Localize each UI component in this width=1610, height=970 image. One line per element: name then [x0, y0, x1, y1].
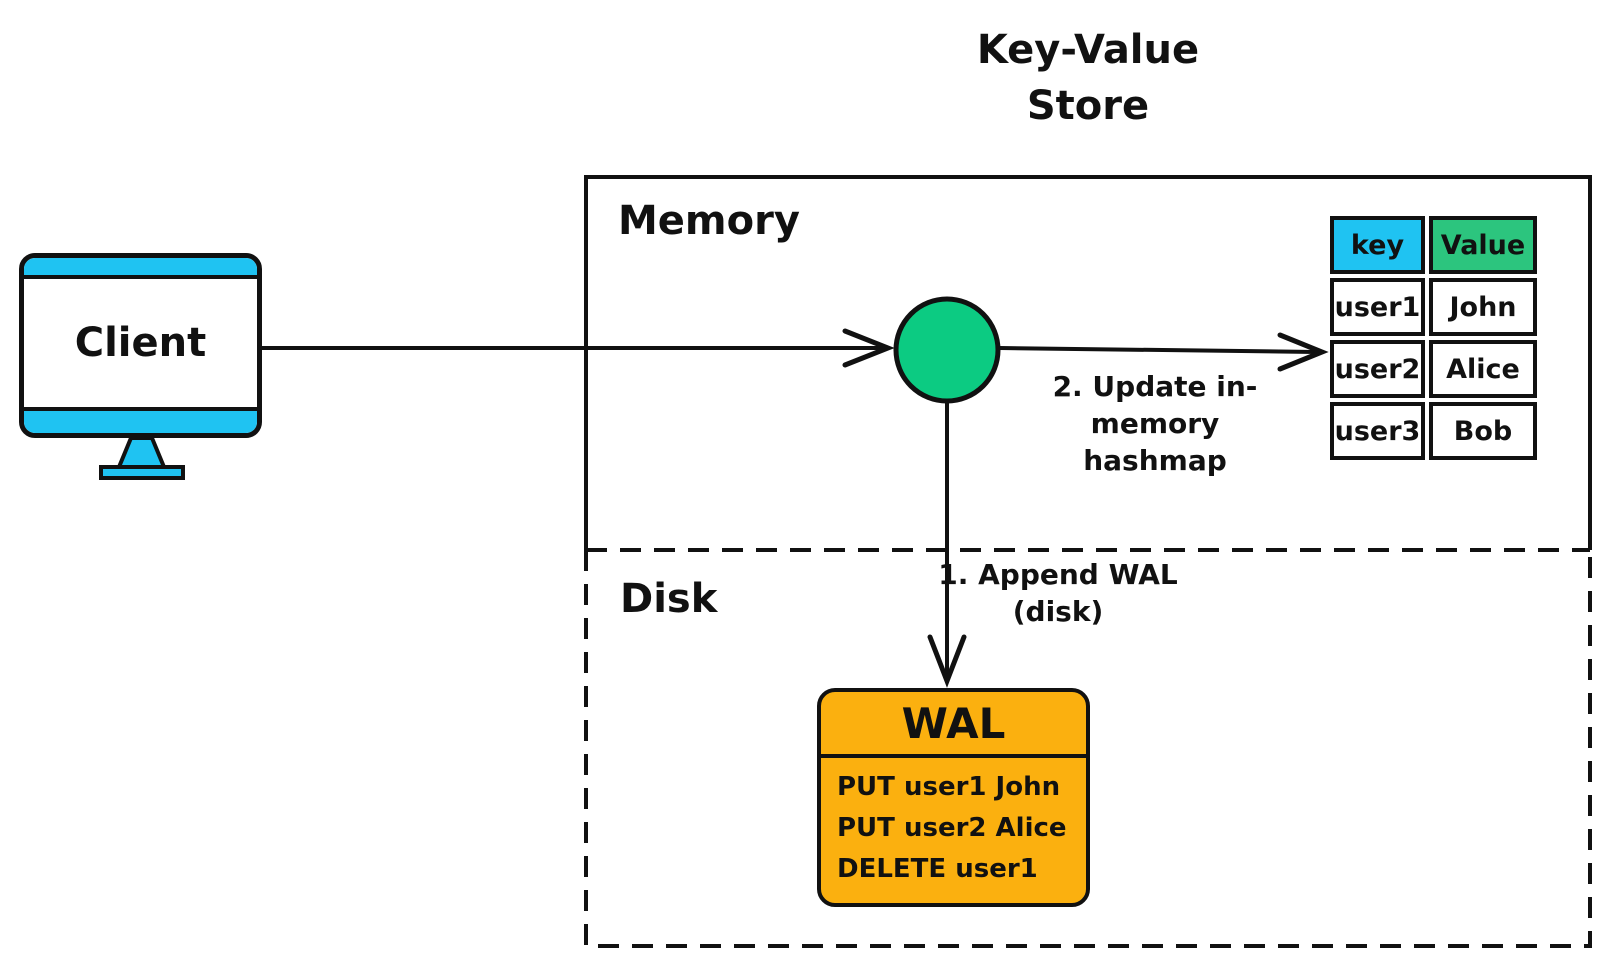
wal-title: WAL	[821, 692, 1086, 758]
hashmap-cell-key: user2	[1330, 340, 1425, 398]
node-to-hashmap-arrow	[999, 332, 1329, 372]
append-wal-label-line1: 1. Append WAL	[938, 558, 1178, 591]
node-to-wal-arrow	[927, 402, 967, 688]
disk-region-label: Disk	[620, 576, 718, 622]
monitor-screen: Client	[24, 279, 257, 407]
monitor-stand-icon	[117, 436, 166, 469]
hashmap-header-key: key	[1330, 216, 1425, 274]
disk-region-border	[584, 548, 1592, 948]
hashmap-cell-value: Alice	[1429, 340, 1537, 398]
monitor-top-bar	[24, 258, 257, 279]
wal-entry: PUT user1 John	[837, 772, 1061, 802]
client-label: Client	[74, 320, 207, 366]
hashmap-table: key Value user1 John user2 Alice user3 B…	[1330, 216, 1537, 460]
title-line-1: Key-Value	[976, 27, 1200, 73]
hashmap-cell-key: user3	[1330, 402, 1425, 460]
monitor-bottom-bar	[24, 407, 257, 433]
wal-box: WAL PUT user1 John PUT user2 Alice DELET…	[817, 688, 1090, 907]
client-to-node-arrow	[262, 328, 895, 368]
wal-entries: PUT user1 John PUT user2 Alice DELETE us…	[821, 758, 1086, 890]
update-hashmap-label-line2: hashmap	[1083, 444, 1227, 477]
arrowhead-right-icon	[1277, 332, 1329, 372]
title-line-2: Store	[1026, 83, 1150, 129]
monitor-base-icon	[99, 465, 185, 480]
process-node-circle	[893, 296, 1001, 404]
wal-entry: DELETE user1	[837, 854, 1038, 884]
hashmap-cell-value: John	[1429, 278, 1537, 336]
arrowhead-down-icon	[927, 634, 967, 688]
hashmap-header-value: Value	[1429, 216, 1537, 274]
hashmap-cell-value: Bob	[1429, 402, 1537, 460]
client-monitor-icon: Client	[19, 253, 262, 438]
append-wal-label: 1. Append WAL (disk)	[938, 556, 1178, 630]
arrowhead-right-icon	[842, 328, 895, 368]
wal-entry: PUT user2 Alice	[837, 813, 1067, 843]
append-wal-label-line2: (disk)	[1012, 595, 1104, 628]
diagram-title: Key-Value Store	[938, 22, 1238, 134]
memory-region-label: Memory	[618, 198, 800, 244]
hashmap-cell-key: user1	[1330, 278, 1425, 336]
update-hashmap-label-line1: 2. Update in-memory	[1052, 370, 1258, 440]
memory-region-border	[584, 175, 1592, 550]
update-hashmap-label: 2. Update in-memory hashmap	[1005, 368, 1305, 479]
